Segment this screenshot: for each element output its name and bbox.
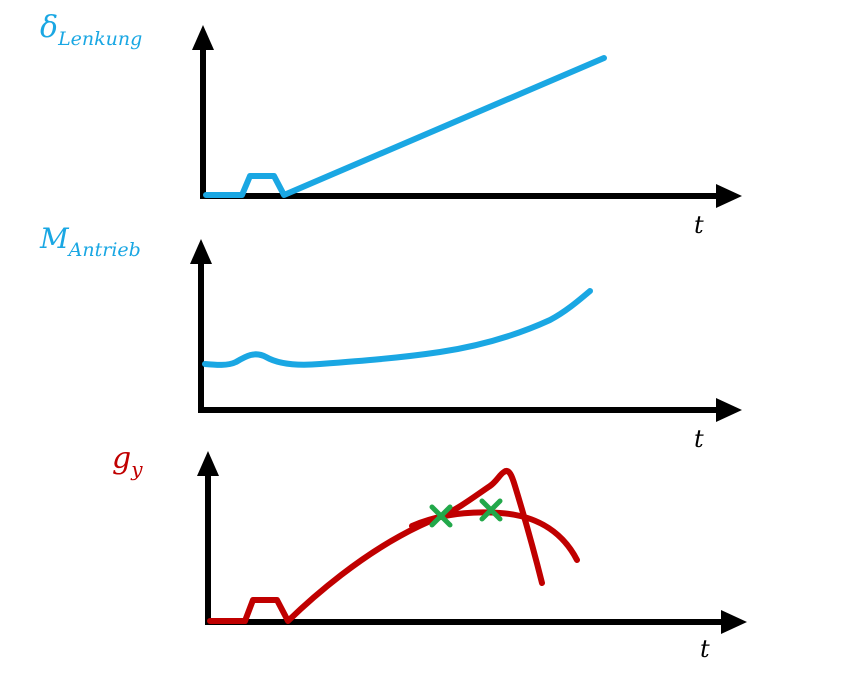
x-axis-arrow-torque — [716, 398, 742, 422]
torque-label-main: M — [39, 222, 70, 255]
torque-label-sub: Antrieb — [67, 239, 141, 261]
lateral-accel-label-main: g — [112, 441, 131, 476]
y-axis-arrow-steering — [192, 25, 214, 50]
lateral-accel-label-sub: y — [130, 457, 143, 481]
panel-torque: MAntrieb t — [39, 222, 742, 453]
time-axis-label-steering: t — [694, 211, 704, 239]
steering-curve — [203, 55, 607, 198]
lateral-accel-curve-main — [207, 468, 545, 624]
panel-lateral-acceleration: gy t — [112, 441, 747, 663]
time-axis-label-torque: t — [694, 425, 704, 453]
x-axis-arrow-lateral — [721, 610, 747, 634]
x-axis-arrow-steering — [716, 184, 742, 208]
y-axis-arrow-torque — [190, 239, 212, 264]
steering-label-main: δ — [40, 10, 58, 45]
steering-label: δLenkung — [40, 10, 142, 50]
steering-label-sub: Lenkung — [57, 28, 142, 50]
marker-x-icon-2 — [479, 498, 503, 522]
lateral-accel-label: gy — [112, 441, 143, 481]
y-axis-arrow-lateral — [197, 451, 219, 476]
torque-label: MAntrieb — [39, 222, 141, 261]
panel-steering: δLenkung t — [40, 10, 742, 239]
torque-curve — [202, 288, 593, 368]
marker-x-icon-1 — [429, 504, 453, 528]
time-axis-label-lateral: t — [700, 635, 710, 663]
